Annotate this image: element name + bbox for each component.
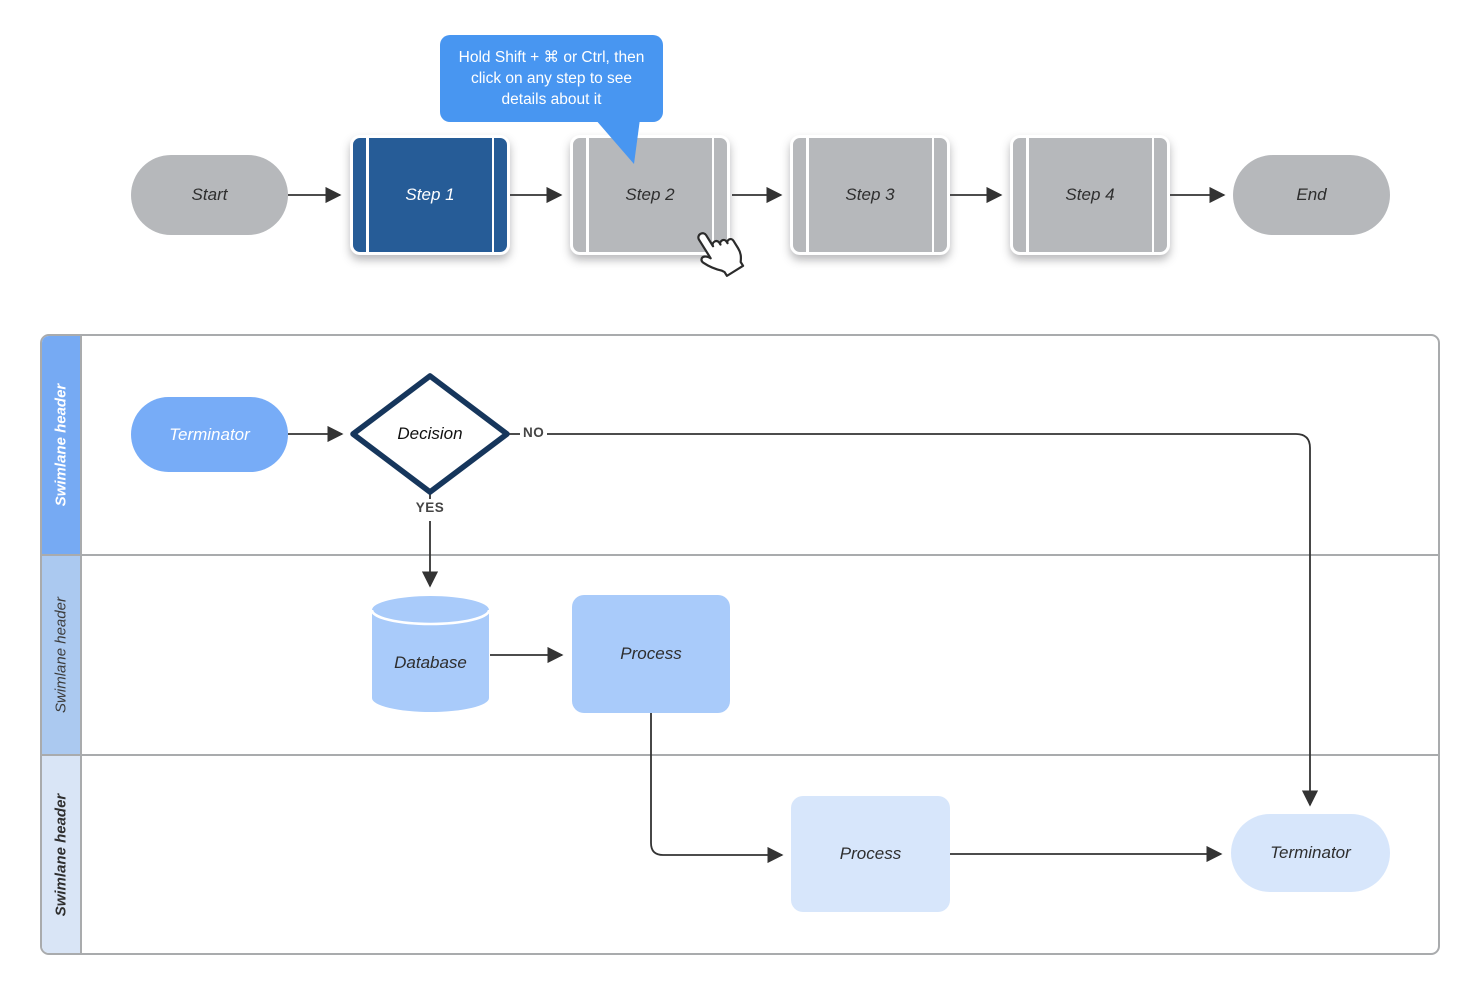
start-terminator[interactable]: Start (131, 155, 288, 235)
step-3-label: Step 3 (845, 185, 895, 204)
terminator-lane1-label: Terminator (169, 424, 250, 444)
swimlane-2-header-label: Swimlane header (52, 597, 70, 713)
step-3-shape[interactable]: Step 3 (790, 135, 950, 255)
step-1-label: Step 1 (405, 185, 455, 204)
swimlane-1-header[interactable]: Swimlane header (42, 336, 82, 554)
terminator-lane3-label: Terminator (1270, 843, 1351, 862)
database-label: Database (394, 653, 467, 672)
database-shape[interactable]: Database (370, 595, 491, 713)
swimlane-2-header[interactable]: Swimlane header (42, 556, 82, 754)
yes-label: YES (409, 500, 451, 515)
step-4-label: Step 4 (1065, 185, 1115, 204)
swimlane-2: Swimlane header (42, 554, 1438, 754)
end-label: End (1296, 185, 1327, 204)
no-label: NO (520, 425, 548, 440)
step-4-shape[interactable]: Step 4 (1010, 135, 1170, 255)
process-shape-lane2[interactable]: Process (572, 595, 730, 713)
tooltip-text: Hold Shift + ⌘ or Ctrl, then click on an… (458, 48, 645, 109)
end-terminator[interactable]: End (1233, 155, 1390, 235)
decision-shape[interactable]: Decision (348, 371, 512, 497)
swimlane-3-header[interactable]: Swimlane header (42, 756, 82, 953)
step-2-shape[interactable]: Step 2 (570, 135, 730, 255)
start-label: Start (191, 185, 228, 204)
terminator-shape-lane1[interactable]: Terminator (131, 397, 288, 472)
process-lane2-label: Process (620, 644, 682, 663)
terminator-shape-lane3[interactable]: Terminator (1231, 814, 1390, 892)
process-lane3-label: Process (839, 844, 902, 863)
swimlane-3: Swimlane header (42, 754, 1438, 953)
tooltip-callout: Hold Shift + ⌘ or Ctrl, then click on an… (440, 35, 663, 122)
process-shape-lane3[interactable]: Process (791, 796, 950, 912)
step-1-shape[interactable]: Step 1 (350, 135, 510, 255)
hand-cursor-icon (697, 232, 745, 277)
step-2-label: Step 2 (625, 185, 675, 204)
decision-label: Decision (397, 424, 463, 443)
tooltip-tail (595, 119, 640, 164)
swimlane-1-header-label: Swimlane header (52, 383, 70, 507)
swimlane-1: Swimlane header (42, 336, 1438, 554)
swimlane-3-header-label: Swimlane header (52, 793, 70, 916)
